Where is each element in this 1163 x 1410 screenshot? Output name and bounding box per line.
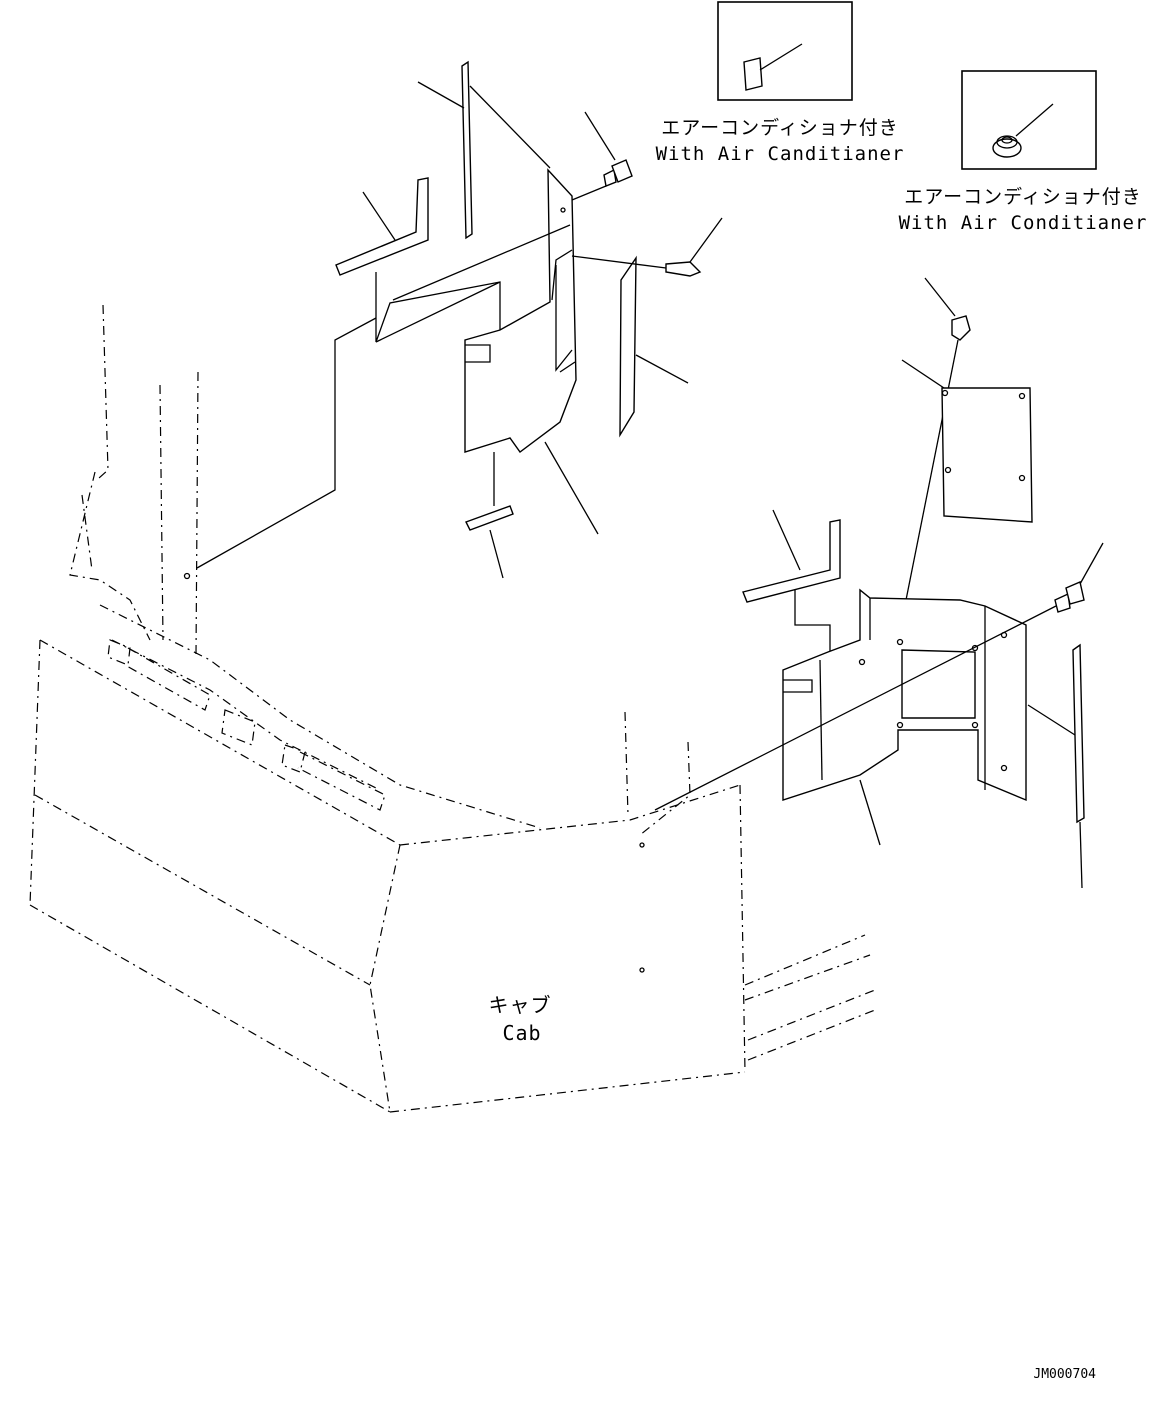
left-assembly	[196, 60, 723, 579]
clip-part	[571, 217, 723, 277]
inset2-label-en: With Air Conditianer	[899, 212, 1148, 234]
cab-body-outline	[29, 304, 876, 1113]
l-seal-part	[335, 177, 429, 276]
bolt-part-right	[654, 542, 1104, 811]
inset1-label-jp: エアーコンディショナ付き	[661, 117, 899, 139]
inset2-label-jp: エアーコンディショナ付き	[904, 186, 1142, 208]
right-cover-panel	[782, 588, 1027, 846]
inset1-label-en: With Air Canditianer	[656, 143, 905, 165]
l-seal-part-right	[742, 509, 841, 662]
foam-pad-part	[465, 452, 514, 579]
inset-box-right	[961, 70, 1097, 170]
right-assembly	[654, 277, 1104, 889]
rect-pad-part	[901, 359, 1033, 523]
cab-label-en: Cab	[502, 1021, 541, 1045]
side-plate-part	[619, 255, 689, 438]
cab-label-jp: キャブ	[489, 993, 552, 1017]
left-cover-panel	[375, 168, 577, 453]
rubber-strip-part-right	[1027, 643, 1085, 889]
inset-box-upper	[717, 1, 853, 101]
drawing-code: JM000704	[1033, 1367, 1096, 1382]
rubber-strip-part	[417, 60, 551, 240]
bolt-part-upper-left	[571, 111, 633, 201]
